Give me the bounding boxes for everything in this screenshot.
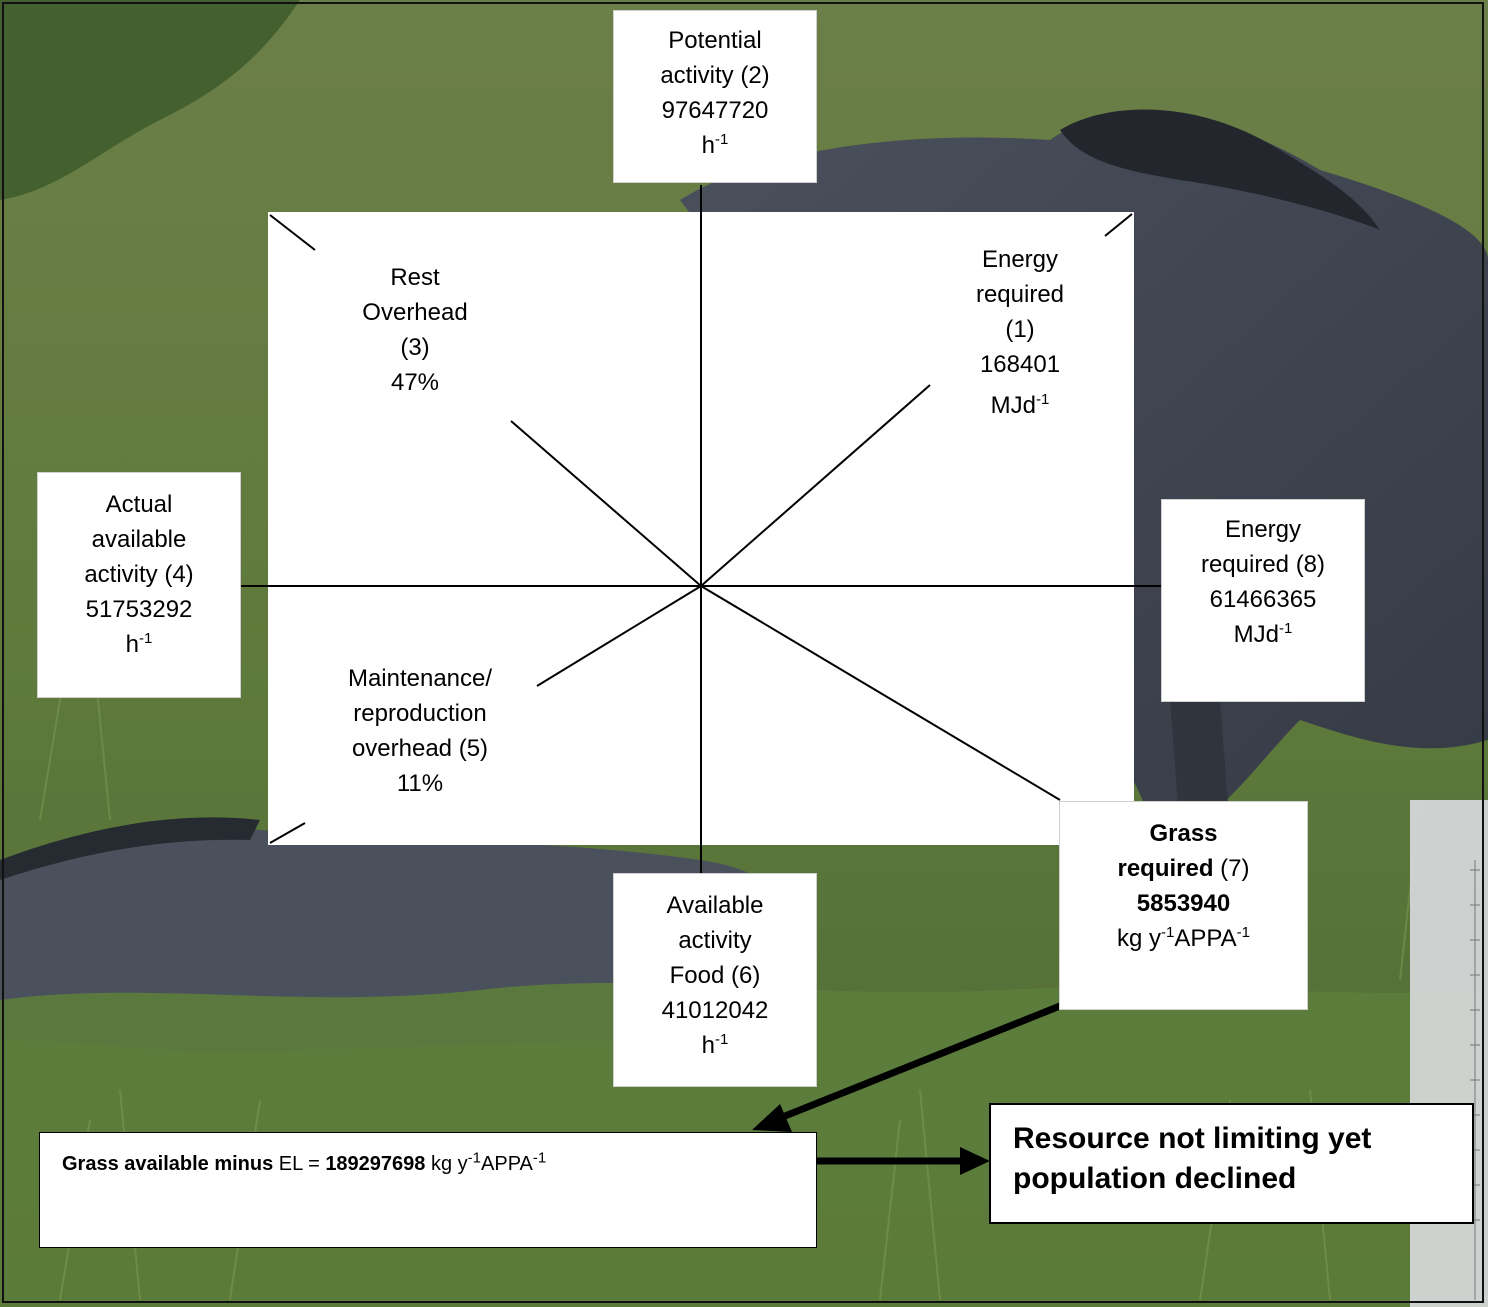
energy-required-8-line2: required (8) [1200,551,1326,578]
diagonal-energy [700,384,931,587]
rest-overhead-line1: Rest [390,264,440,291]
maintenance-overhead-line2: reproduction [353,700,487,727]
potential-activity-value: 97647720 [661,97,769,124]
available-food-line1: Available [666,892,764,919]
arrow-grass-shaft [773,984,1107,1124]
grass-required-unit: kg y-1APPA-1 [1117,924,1250,952]
available-food-line3: Food (6) [669,962,761,989]
diagonal-maintenance [536,585,702,687]
energy-required-8-unit: MJd-1 [1233,620,1293,648]
potential-activity-line2: activity (2) [660,62,770,89]
result-line1: Resource not limiting yet [1013,1122,1372,1155]
arrow-result-head [960,1147,990,1175]
grass-available-box: Grass available minus EL = 189297698 kg … [39,1132,817,1248]
tree-foliage [0,0,300,200]
wildebeest-mane [1060,109,1380,230]
rest-overhead-label: Rest Overhead (3) 47% [330,260,500,400]
maintenance-overhead-line3: overhead (5) [351,735,489,762]
actual-available-line3: activity (4) [84,561,194,588]
maintenance-overhead-line1: Maintenance/ [347,665,493,692]
result-box: Resource not limiting yet population dec… [989,1103,1474,1224]
energy-required-8-box: Energy required (8) 61466365 MJd-1 [1161,499,1365,702]
energy-required-1-line2: required [975,281,1065,308]
actual-available-unit: h-1 [125,630,153,658]
potential-activity-line1: Potential [668,27,762,54]
rest-overhead-line2: Overhead [362,299,468,326]
background-graph-paper [1410,800,1488,1307]
maintenance-overhead-value: 11% [396,770,444,797]
potential-activity-box: Potential activity (2) 97647720 h-1 [613,10,817,183]
diagonal-grass [700,585,1061,801]
energy-required-1-line3: (1) [1005,316,1035,343]
corner-tl [269,214,316,251]
corner-tr [1104,213,1133,237]
rest-overhead-value: 47% [390,369,440,396]
grass-available-text: Grass available minus EL = 189297698 kg … [62,1149,547,1175]
grass-required-line1: Grass [1149,820,1218,847]
diagram-lines [240,185,1162,875]
arrow-grass-head [752,1104,792,1132]
actual-available-line1: Actual [105,491,173,518]
background-graph-ticks [1470,860,1480,1300]
wildebeest-leg [1170,700,1230,830]
diagonal-rest [510,420,702,587]
grass-required-line2: required (7) [1117,855,1250,882]
energy-required-1-line1: Energy [981,246,1059,273]
energy-required-8-line1: Energy [1224,516,1302,543]
calf-mane [0,817,260,880]
available-activity-food-box: Available activity Food (6) 41012042 h-1 [613,873,817,1087]
actual-available-value: 51753292 [85,596,193,623]
energy-required-8-value: 61466365 [1209,586,1317,613]
rest-overhead-line3: (3) [400,334,430,361]
available-food-unit: h-1 [701,1031,729,1059]
result-line2: population declined [1013,1162,1297,1195]
available-food-line2: activity [678,927,752,954]
maintenance-overhead-label: Maintenance/ reproduction overhead (5) 1… [320,661,520,801]
grass-required-value: 5853940 [1136,890,1231,917]
energy-required-1-label: Energy required (1) 168401 MJd-1 [940,242,1100,423]
energy-required-1-value: 168401 [979,351,1061,378]
actual-available-line2: available [91,526,187,553]
actual-available-activity-box: Actual available activity (4) 51753292 h… [37,472,241,698]
potential-activity-unit: h-1 [701,131,729,159]
corner-bl [269,822,306,844]
energy-required-1-unit: MJd-1 [990,391,1050,419]
grass-required-box: Grass required (7) 5853940 kg y-1APPA-1 [1059,801,1308,1010]
available-food-value: 41012042 [661,997,769,1024]
